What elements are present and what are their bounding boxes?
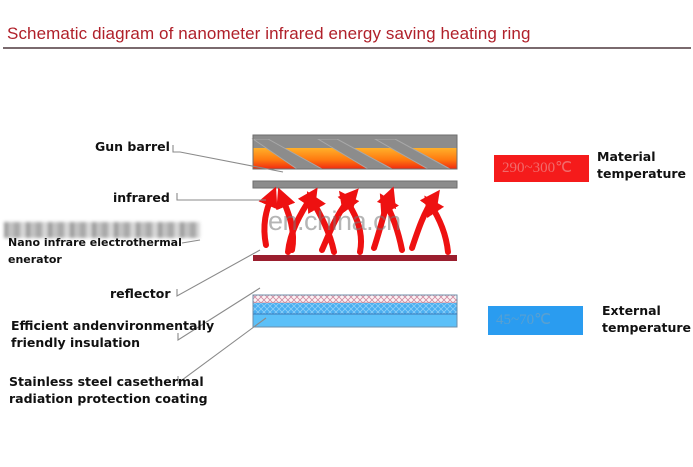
material-temperature-label-line2: temperature bbox=[597, 166, 687, 181]
label-infrared: infrared bbox=[113, 190, 170, 205]
reflector-bar bbox=[253, 255, 457, 261]
external-temperature-label-line2: temperature bbox=[602, 320, 692, 335]
label-generator-line2: enerator bbox=[8, 253, 62, 266]
label-casing-line1: Stainless steel casethermal bbox=[9, 374, 204, 389]
stainless-casing bbox=[253, 314, 457, 327]
material-temperature-value: 290~300℃ bbox=[494, 155, 589, 182]
arrow bbox=[306, 191, 337, 255]
external-temperature-value: 45~70℃ bbox=[488, 306, 583, 335]
insulation-layers bbox=[252, 294, 458, 328]
obscured-label-band bbox=[4, 222, 200, 238]
watermark-text: en.china.cn bbox=[268, 206, 401, 236]
arrow bbox=[424, 195, 451, 255]
label-generator-line1: Nano infrare electrothermal bbox=[8, 236, 182, 249]
material-temperature-label-line1: Material bbox=[597, 149, 656, 164]
label-casing-line2: radiation protection coating bbox=[9, 391, 208, 406]
diagram-title: Schematic diagram of nanometer infrared … bbox=[7, 24, 531, 43]
arrow bbox=[338, 190, 364, 255]
label-reflector: reflector bbox=[110, 286, 171, 301]
infrared-arrows bbox=[258, 186, 451, 255]
title-underline bbox=[3, 47, 691, 49]
gun-barrel bbox=[251, 134, 458, 170]
arrow bbox=[379, 193, 405, 253]
arrow bbox=[276, 187, 296, 253]
infrared-plate bbox=[252, 180, 458, 189]
label-gun-barrel: Gun barrel bbox=[95, 139, 170, 154]
arrow bbox=[258, 186, 278, 248]
leader-lines bbox=[172, 145, 284, 385]
external-temperature-label-line1: External bbox=[602, 303, 661, 318]
label-insulation-line1: Efficient andenvironmentally bbox=[11, 318, 215, 333]
label-insulation-line2: friendly insulation bbox=[11, 335, 140, 350]
